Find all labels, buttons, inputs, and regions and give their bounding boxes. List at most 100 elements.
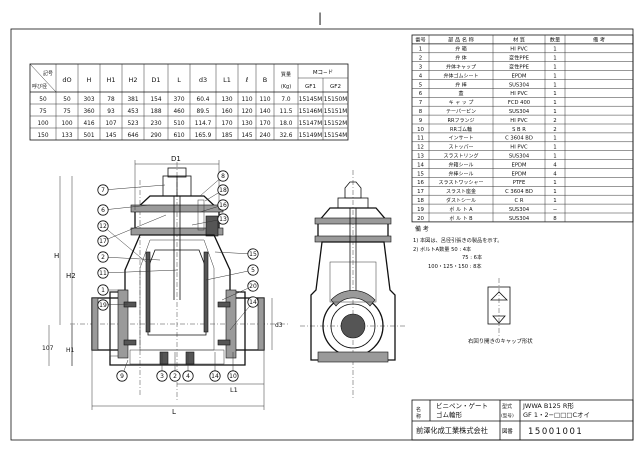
dim-cell: 15149M <box>299 133 322 139</box>
dim-head-symbol: 記号 <box>43 70 53 77</box>
callout-bubble <box>217 184 229 196</box>
dim-cell: 130 <box>221 97 232 103</box>
dim-cell: 32.6 <box>280 133 293 139</box>
part-name: スラスト座金 <box>446 188 476 195</box>
dim-cell: 18.0 <box>280 121 293 127</box>
dim-cell: 381 <box>127 97 138 103</box>
part-material: SUS304 <box>509 82 530 88</box>
part-qty: 4 <box>553 162 557 168</box>
dim-cell: 120 <box>241 109 252 115</box>
part-material: SUS304 <box>509 109 530 115</box>
dim-cell: 145 <box>105 133 116 139</box>
dim-cell: 646 <box>127 133 138 139</box>
part-material: HI PVC <box>510 91 528 97</box>
callout-bubble <box>247 296 259 308</box>
part-material: S B R <box>512 127 526 133</box>
dim-cell: 11.5 <box>280 109 293 115</box>
part-qty: 1 <box>553 73 556 79</box>
callout-bubble <box>97 235 109 247</box>
part-no: 11 <box>417 136 424 142</box>
callout-bubble <box>169 370 181 382</box>
part-no: 7 <box>419 100 422 106</box>
standard-line-2: GF 1・2−□□□Cオイ <box>523 411 590 419</box>
part-qty: 2 <box>553 127 556 133</box>
part-material: 変性PPE <box>509 54 529 62</box>
callout-number: 8 <box>221 173 225 180</box>
part-material: C R <box>515 198 524 204</box>
callout-number: 11 <box>99 270 107 277</box>
part-material: SUS304 <box>509 207 530 213</box>
callout-number: 20 <box>249 283 257 290</box>
callout-number: 2 <box>173 373 177 380</box>
part-material: SUS304 <box>509 216 530 222</box>
part-name: ストッパー <box>448 145 473 151</box>
dim-cell: 303 <box>83 97 94 103</box>
dim-cell: 230 <box>150 121 161 127</box>
dim-h: H <box>54 252 59 260</box>
note-line-1: 1) 本図は、呂径引張きの製品を示す。 <box>413 236 502 244</box>
cap-outline <box>487 286 511 325</box>
callout-bubble <box>209 370 221 382</box>
part-name: インサート <box>448 136 473 142</box>
dim-cell: 78 <box>107 97 115 103</box>
callout-number: 16 <box>219 202 227 209</box>
dim-col-head: H <box>87 76 92 84</box>
callout-bubble <box>97 267 109 279</box>
dim-h1: H1 <box>66 347 75 354</box>
notes-block: 備 考 1) 本図は、呂径引張きの製品を示す。 2) ボルトA数量 50 : 4… <box>413 225 502 270</box>
callout-number: 19 <box>99 302 107 309</box>
company-name: 前澤化成工業株式会社 <box>416 426 488 435</box>
drawing-no-label: 図番 <box>502 428 513 435</box>
part-material: FCD 400 <box>508 100 530 106</box>
standard-line-1: JWWA B125 R形 <box>522 402 574 410</box>
callout-number: 4 <box>186 373 190 380</box>
part-name: ダストシール <box>446 197 476 204</box>
dim-cell: 75 <box>39 109 47 115</box>
callout-number: 3 <box>160 373 164 380</box>
dim-col-head: dO <box>62 76 71 84</box>
front-section-view: D1 H H2 H1 107 d3 L L1 76121721111998181… <box>42 155 290 416</box>
dim-cell: 453 <box>127 109 138 115</box>
part-no: 3 <box>419 65 422 71</box>
part-qty: 1 <box>553 180 556 186</box>
dim-cell: 290 <box>150 133 161 139</box>
part-no: 12 <box>417 145 424 151</box>
callout-number: 17 <box>99 238 107 245</box>
dim-code-head: Mコ−ド <box>313 69 333 76</box>
part-qty: 1 <box>553 136 556 142</box>
part-no: 13 <box>417 154 424 160</box>
callout-number: 12 <box>99 223 107 230</box>
dim-d1: D1 <box>171 155 181 163</box>
dim-cell: 110 <box>259 97 270 103</box>
title-block: 名 称 ビニペン・ゲート ゴム輪形 型式 (型号) JWWA B125 R形 G… <box>411 399 634 441</box>
title-name-label: 名 <box>416 406 421 413</box>
callout-bubble <box>97 184 109 196</box>
part-qty: 1 <box>553 56 556 62</box>
dim-cell: 15154M <box>324 133 347 139</box>
sheet-mark: | <box>318 11 322 25</box>
callout-bubble <box>97 284 109 296</box>
dim-cell: 75 <box>63 109 71 115</box>
part-name: RRゴム輪 <box>450 126 472 133</box>
parts-col-head: 備 考 <box>593 36 605 44</box>
part-name: 蓋 <box>458 90 463 97</box>
dim-cell: 15147M <box>299 121 322 127</box>
part-material: HI PVC <box>510 118 528 124</box>
product-name-1: ビニペン・ゲート <box>436 401 488 410</box>
part-qty: 1 <box>553 65 556 71</box>
dim-col-head: B <box>263 76 267 84</box>
dim-cell: 145 <box>241 133 252 139</box>
dim-col-head: H2 <box>128 76 137 84</box>
callout-bubble <box>247 248 259 260</box>
dim-cell: 110 <box>241 97 252 103</box>
part-no: 8 <box>419 109 423 115</box>
part-material: HI PVC <box>510 47 528 53</box>
parts-col-head: 材 質 <box>513 36 525 44</box>
dim-cell: 50 <box>39 97 47 103</box>
valve-body <box>109 234 246 366</box>
dim-code-col: GF1 <box>305 84 316 90</box>
dim-code-col: GF2 <box>330 84 341 90</box>
part-no: 14 <box>417 162 424 168</box>
part-name: ボ ル ト B <box>449 215 473 222</box>
